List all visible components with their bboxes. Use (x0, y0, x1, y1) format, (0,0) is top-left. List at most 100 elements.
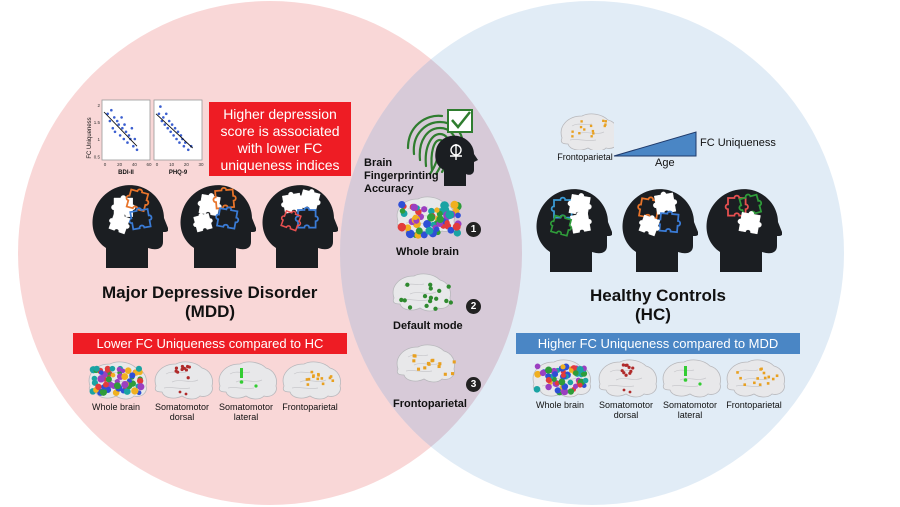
brain-node (415, 227, 423, 235)
hc-age-brain (560, 113, 614, 150)
brain-node (402, 298, 407, 303)
center-brain-frontoparietal (396, 344, 456, 383)
scatter-point (111, 126, 115, 130)
brain-node (317, 373, 320, 377)
brain-node (428, 295, 434, 300)
brain-node (567, 388, 575, 395)
scatter-ylabel: FC Uniqueness (87, 117, 93, 158)
brain-node (436, 215, 444, 223)
brain-node (180, 367, 184, 372)
rank-badge-1: 1 (466, 222, 481, 237)
mdd-net-label-1: Whole brain (91, 402, 141, 412)
scatter-point (130, 126, 134, 130)
brain-node (624, 373, 628, 377)
brain-node (404, 224, 412, 232)
brain-node (437, 288, 442, 294)
brain-node (424, 303, 429, 309)
brain-node (240, 368, 243, 378)
scatter-ytick: 2 (97, 103, 100, 108)
brain-node (771, 377, 775, 381)
scatter-point (176, 130, 180, 134)
brain-node (320, 377, 324, 380)
puzzle-piece (280, 209, 302, 232)
brain-node (698, 382, 702, 386)
brain-node (539, 369, 547, 377)
hc-comparison-text: Higher FC Uniqueness compared to MDD (537, 336, 779, 351)
hc-age-label: Age (655, 157, 675, 169)
scatter-point (135, 148, 139, 152)
brain-node (452, 360, 456, 364)
brain-node (579, 125, 583, 129)
brain-node (621, 363, 625, 367)
brain-node (174, 366, 179, 370)
brain-node (602, 119, 605, 123)
center-item-1-label: Whole brain (396, 246, 459, 258)
brain-node (310, 370, 314, 374)
brain-node (590, 135, 593, 138)
brain-node (444, 298, 449, 304)
brain-node (176, 370, 180, 374)
brain-node (560, 364, 566, 370)
brain-node (186, 376, 190, 380)
brain-node (604, 123, 607, 126)
brain-node (560, 372, 566, 378)
brain-node (571, 135, 574, 138)
brain-node (331, 379, 335, 382)
brain-node (554, 380, 560, 386)
trend-line (155, 113, 193, 149)
scatter-point (132, 144, 135, 148)
brain-node (545, 366, 553, 374)
brain-node (397, 222, 407, 232)
hc-net-label-1: Whole brain (535, 400, 585, 410)
brain-node (762, 371, 766, 375)
brain-node (113, 382, 121, 390)
brain-node (184, 392, 188, 396)
brain-node (98, 370, 104, 375)
scatter-point (163, 123, 167, 126)
puzzle-piece (193, 212, 213, 233)
brain-node (620, 369, 624, 373)
brain-node (583, 128, 586, 131)
brain-node (412, 214, 419, 220)
brain-node (622, 388, 626, 392)
brain-node (767, 375, 771, 379)
brain-node (421, 206, 428, 213)
brain-node (116, 366, 122, 372)
brain-node (446, 284, 451, 289)
brain-node (399, 208, 406, 214)
hc-fc-label: FC Uniqueness (700, 137, 776, 149)
mdd-net-label-4: Frontoparietal (282, 402, 338, 412)
brain-node (135, 365, 142, 372)
brain-node (438, 362, 442, 366)
brain-node (743, 383, 747, 386)
brain-node (97, 375, 105, 383)
scatter-point (126, 141, 129, 144)
mdd-brain-somatomotor-dorsal (154, 361, 213, 400)
brain-node (534, 370, 542, 378)
mdd-abbr: (MDD) (185, 302, 236, 321)
brain-node (763, 376, 767, 380)
brain-node (434, 296, 439, 301)
brain-node (775, 374, 779, 378)
brain-node (759, 368, 762, 371)
brain-node (405, 282, 410, 287)
brain-node (110, 372, 116, 378)
brain-node (120, 368, 126, 374)
scatter-point (170, 123, 174, 126)
scatter-point (173, 126, 177, 130)
scatter-left-xlabel: BDI-II (118, 170, 134, 176)
scatter-point (106, 112, 109, 116)
scatter-xtick: 20 (184, 162, 190, 167)
scatter-xtick: 10 (169, 162, 175, 167)
brain-node (321, 382, 325, 386)
brain-node (589, 124, 593, 128)
scatter-right-frame (153, 99, 203, 161)
brain-node (582, 377, 589, 384)
scatter-right (155, 105, 193, 152)
brain-node (433, 306, 438, 311)
mdd-net-label-3: Somatomotor lateral (218, 402, 274, 422)
scatter-point (108, 119, 112, 123)
brain-node (577, 382, 583, 388)
mdd-comparison-box: Lower FC Uniqueness compared to HC (73, 333, 347, 354)
puzzle-piece (294, 206, 319, 229)
